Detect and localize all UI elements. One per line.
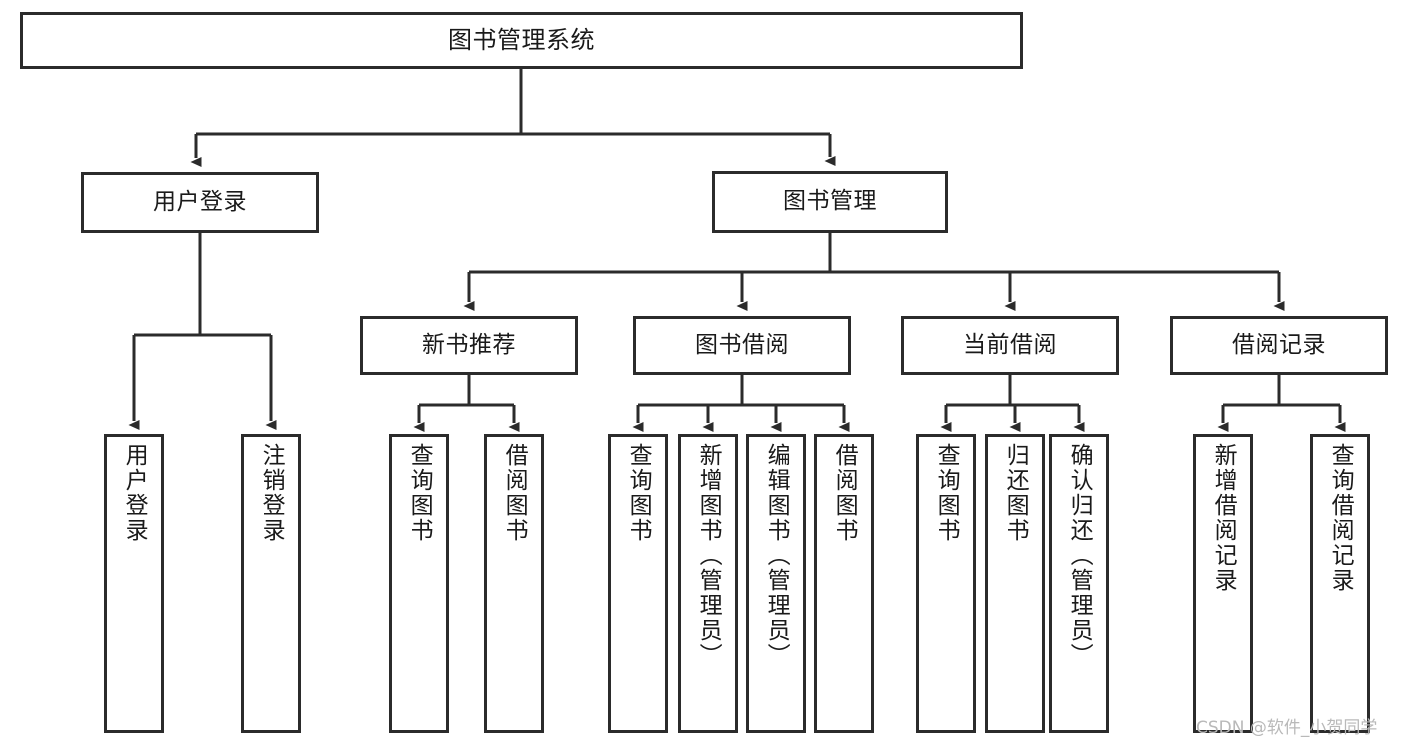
node-book-borrow[interactable]: 图书借阅 <box>633 316 851 375</box>
csdn-watermark: CSDN @软件_小贺同学 <box>1196 718 1378 738</box>
node-leaf-add-book-label: 新增图书（管理员） <box>695 443 722 668</box>
node-leaf-query-book-3-label: 查询图书 <box>933 443 960 543</box>
node-leaf-user-logout[interactable]: 注销登录 <box>241 434 301 733</box>
node-leaf-add-book[interactable]: 新增图书（管理员） <box>678 434 738 733</box>
node-book-manage[interactable]: 图书管理 <box>712 171 948 233</box>
node-book-borrow-label: 图书借阅 <box>695 331 789 358</box>
node-leaf-borrow-book-2[interactable]: 借阅图书 <box>814 434 874 733</box>
node-leaf-edit-book-label: 编辑图书（管理员） <box>763 443 790 668</box>
node-leaf-borrow-book-1[interactable]: 借阅图书 <box>484 434 544 733</box>
node-leaf-query-book-2-label: 查询图书 <box>625 443 652 543</box>
node-leaf-user-login-label: 用户登录 <box>121 443 148 543</box>
node-root[interactable]: 图书管理系统 <box>20 12 1023 69</box>
node-leaf-query-book-1[interactable]: 查询图书 <box>389 434 449 733</box>
node-root-label: 图书管理系统 <box>448 26 595 55</box>
node-leaf-add-record[interactable]: 新增借阅记录 <box>1193 434 1253 733</box>
node-current-borrow-label: 当前借阅 <box>963 331 1057 358</box>
node-book-manage-label: 图书管理 <box>783 188 877 215</box>
node-leaf-edit-book[interactable]: 编辑图书（管理员） <box>746 434 806 733</box>
node-current-borrow[interactable]: 当前借阅 <box>901 316 1119 375</box>
node-new-book-rec-label: 新书推荐 <box>422 331 516 358</box>
node-leaf-confirm-return[interactable]: 确认归还（管理员） <box>1049 434 1109 733</box>
node-leaf-query-book-3[interactable]: 查询图书 <box>916 434 976 733</box>
node-leaf-confirm-return-label: 确认归还（管理员） <box>1066 443 1093 668</box>
node-new-book-rec[interactable]: 新书推荐 <box>360 316 578 375</box>
node-borrow-record[interactable]: 借阅记录 <box>1170 316 1388 375</box>
node-leaf-user-logout-label: 注销登录 <box>258 443 285 543</box>
node-leaf-user-login[interactable]: 用户登录 <box>104 434 164 733</box>
node-leaf-query-record-label: 查询借阅记录 <box>1327 443 1354 593</box>
node-leaf-borrow-book-1-label: 借阅图书 <box>501 443 528 543</box>
node-borrow-record-label: 借阅记录 <box>1232 331 1326 358</box>
node-leaf-query-record[interactable]: 查询借阅记录 <box>1310 434 1370 733</box>
node-user-login-label: 用户登录 <box>153 188 247 215</box>
node-leaf-add-record-label: 新增借阅记录 <box>1210 443 1237 593</box>
node-leaf-query-book-2[interactable]: 查询图书 <box>608 434 668 733</box>
node-leaf-borrow-book-2-label: 借阅图书 <box>831 443 858 543</box>
node-leaf-return-book-label: 归还图书 <box>1002 443 1029 543</box>
node-leaf-return-book[interactable]: 归还图书 <box>985 434 1045 733</box>
node-user-login[interactable]: 用户登录 <box>81 172 319 233</box>
node-leaf-query-book-1-label: 查询图书 <box>406 443 433 543</box>
